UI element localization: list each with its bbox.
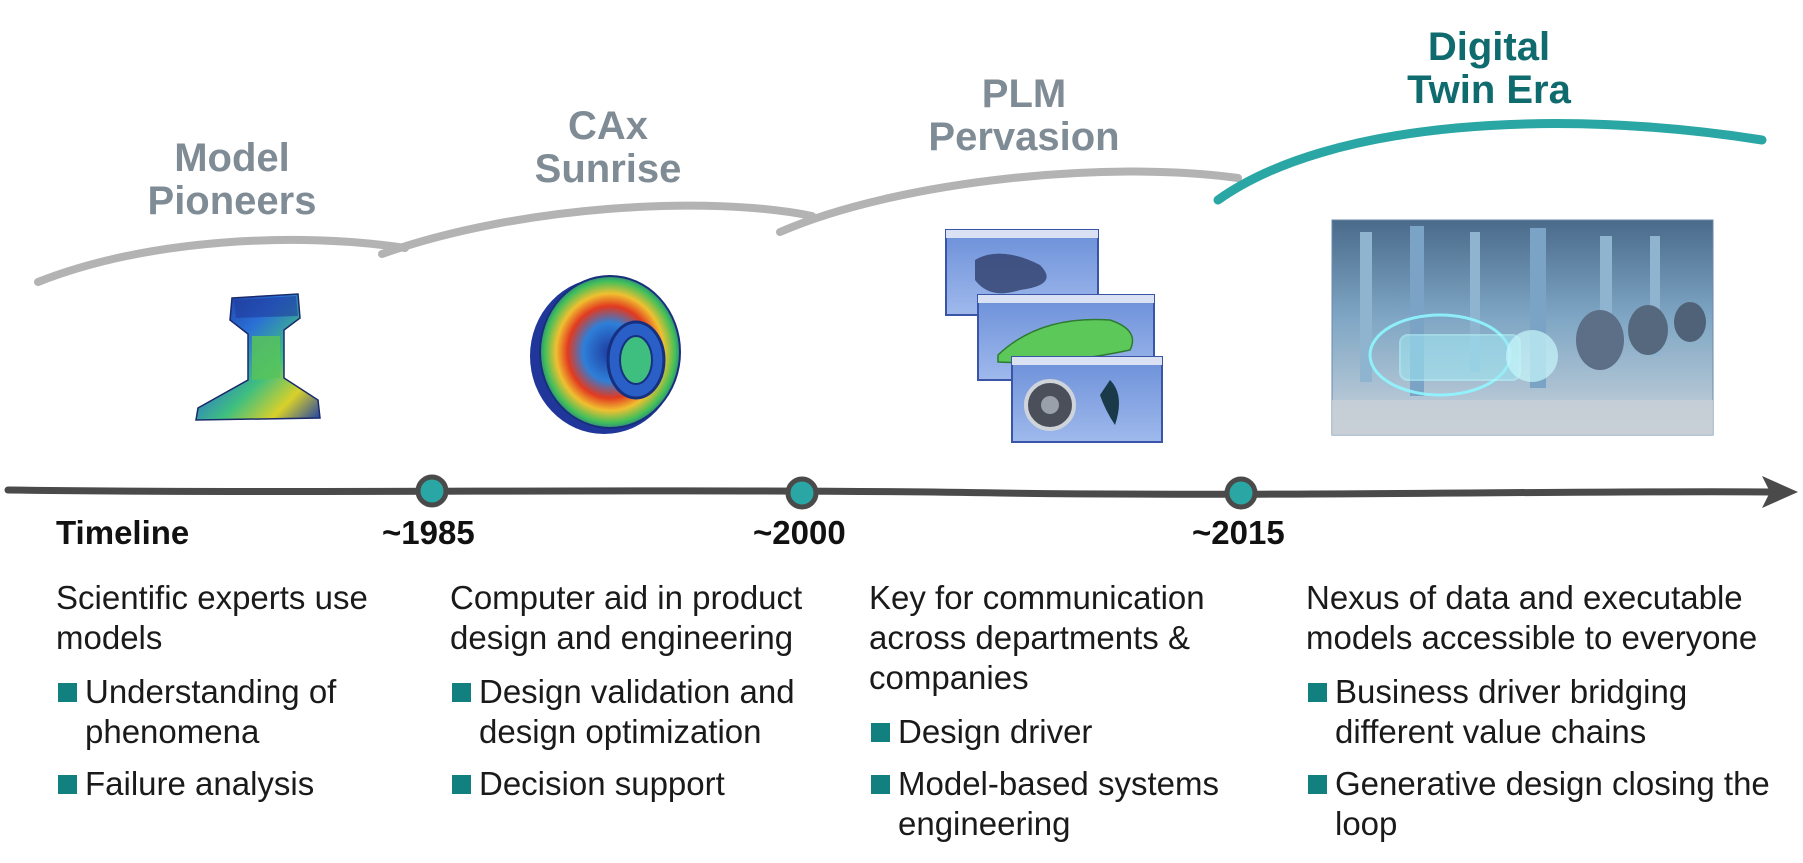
list-item: Model-based systems engineering <box>869 764 1229 844</box>
era-title-cax-sunrise: CAx Sunrise <box>534 104 682 191</box>
era-arc-cax-sunrise <box>378 201 816 258</box>
era-arc-model-pioneers <box>34 235 409 286</box>
era-arc-plm-pervasion <box>776 167 1242 236</box>
fem-rail-profile-image <box>195 293 321 421</box>
timeline-arrow-icon <box>1762 476 1798 508</box>
timeline-axis-line <box>4 486 1782 498</box>
list-item: Understanding of phenomena <box>56 672 396 752</box>
fem-wheel-rim-image <box>530 275 681 434</box>
column-description: Key for communication across departments… <box>869 579 1205 696</box>
milestone-marker-1985 <box>415 474 449 508</box>
bullet-list: Design validation and design optimizatio… <box>450 672 830 804</box>
list-item: Business driver bridging different value… <box>1306 672 1796 752</box>
column-model-pioneers: Scientific experts use models Understand… <box>56 578 396 816</box>
list-item: Design validation and design optimizatio… <box>450 672 830 752</box>
timeline-label: Timeline <box>56 514 190 551</box>
bullet-square-icon <box>452 775 471 794</box>
column-description: Nexus of data and executable models acce… <box>1306 579 1758 656</box>
bullet-list: Understanding of phenomena Failure analy… <box>56 672 396 804</box>
bullet-square-icon <box>871 723 890 742</box>
digital-twin-plant-image <box>1331 219 1714 436</box>
bullet-square-icon <box>1308 775 1327 794</box>
bullet-square-icon <box>58 775 77 794</box>
milestone-label-2000: ~2000 <box>753 514 846 551</box>
list-item: Failure analysis <box>56 764 396 804</box>
bullet-square-icon <box>58 683 77 702</box>
column-description: Scientific experts use models <box>56 579 368 656</box>
milestone-marker-2000 <box>785 476 819 510</box>
bullet-square-icon <box>1308 683 1327 702</box>
era-title-digital-twin: Digital Twin Era <box>1407 25 1571 112</box>
era-title-model-pioneers: Model Pioneers <box>147 136 317 223</box>
bullet-square-icon <box>871 775 890 794</box>
milestone-marker-2015 <box>1224 476 1258 510</box>
era-title-plm-pervasion: PLM Pervasion <box>928 72 1120 159</box>
bullet-list: Business driver bridging different value… <box>1306 672 1796 844</box>
column-digital-twin: Nexus of data and executable models acce… <box>1306 578 1796 856</box>
milestone-label-2015: ~2015 <box>1192 514 1285 551</box>
bullet-square-icon <box>452 683 471 702</box>
column-cax-sunrise: Computer aid in product design and engin… <box>450 578 830 816</box>
plm-screenshots-image <box>945 229 1163 443</box>
era-arc-digital-twin <box>1213 119 1767 205</box>
bullet-list: Design driver Model-based systems engine… <box>869 712 1229 844</box>
list-item: Decision support <box>450 764 830 804</box>
list-item: Generative design closing the loop <box>1306 764 1796 844</box>
list-item: Design driver <box>869 712 1229 752</box>
milestone-label-1985: ~1985 <box>382 514 475 551</box>
column-plm-pervasion: Key for communication across departments… <box>869 578 1229 856</box>
column-description: Computer aid in product design and engin… <box>450 579 803 656</box>
